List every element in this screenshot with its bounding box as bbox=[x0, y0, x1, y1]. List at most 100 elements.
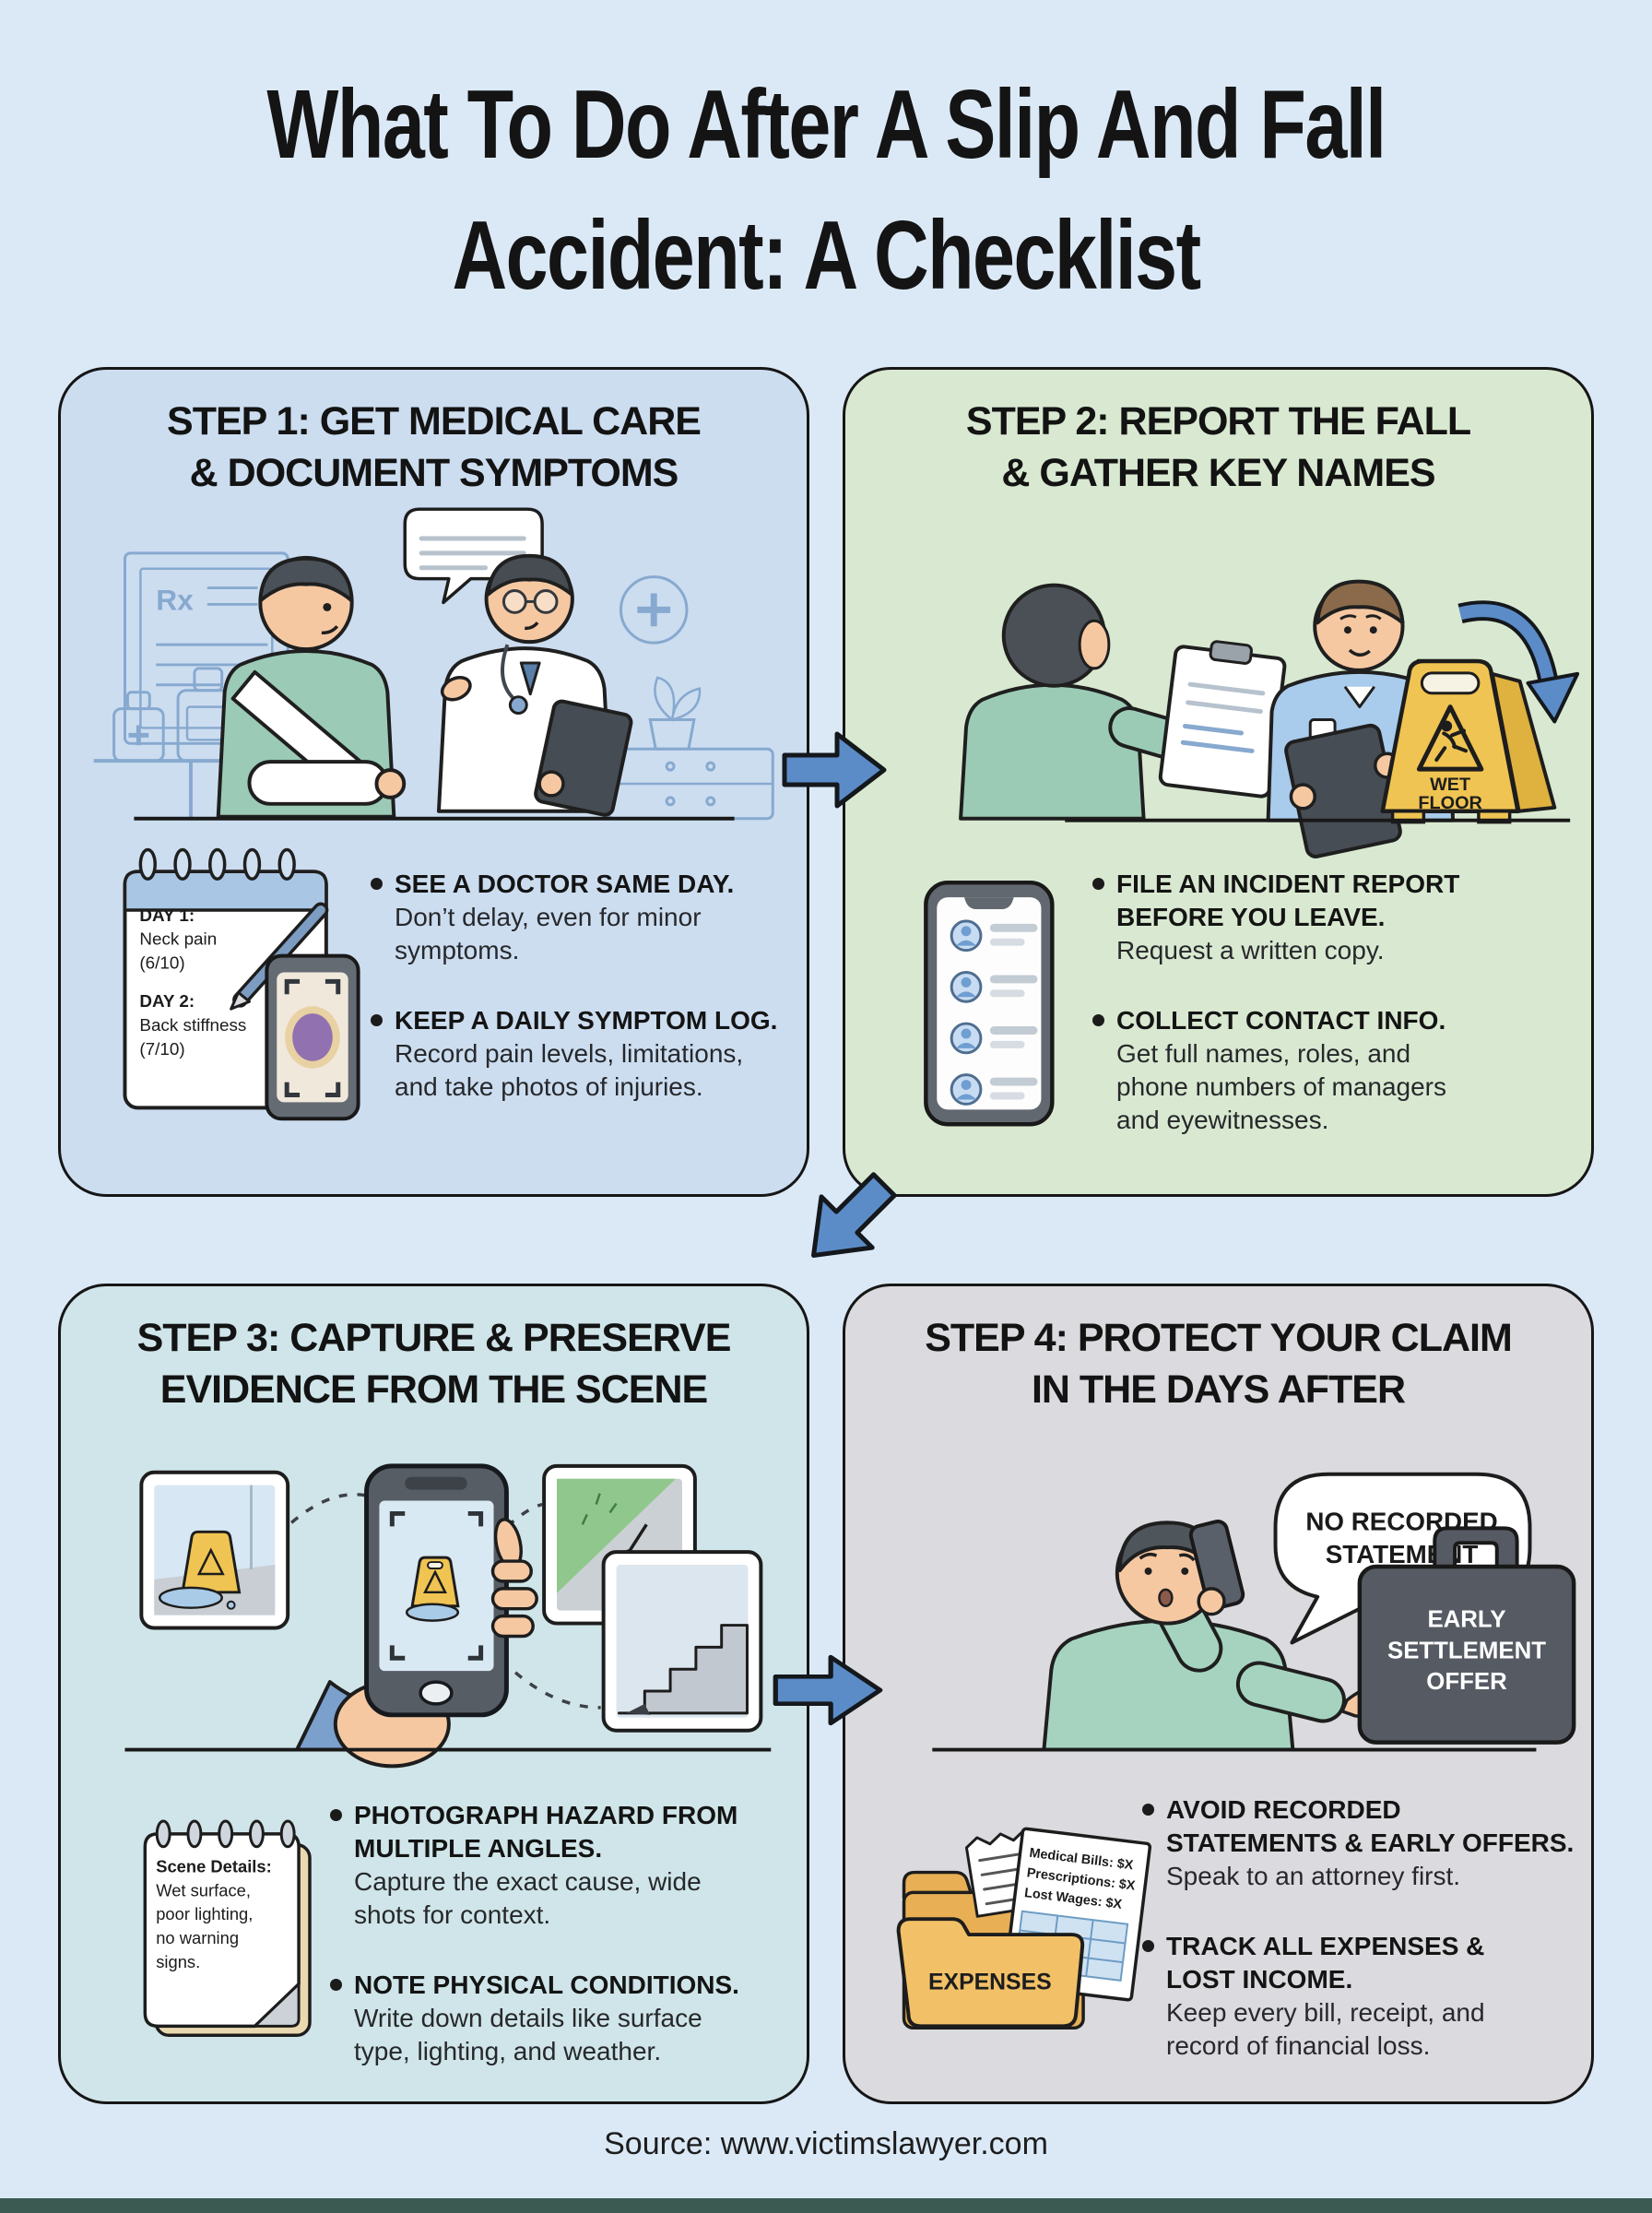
bullet-item: NOTE PHYSICAL CONDITIONS. Write down det… bbox=[330, 1969, 791, 2068]
bullet-headline: NOTE PHYSICAL CONDITIONS. bbox=[354, 1970, 739, 1999]
bullet-headline: FILE AN INCIDENT REPORT BEFORE YOU LEAVE… bbox=[1116, 870, 1460, 931]
step4-title-line1: STEP 4: PROTECT YOUR CLAIM bbox=[925, 1316, 1513, 1360]
contact-row bbox=[950, 919, 983, 1106]
evidence-photo-sign-icon bbox=[139, 1470, 290, 1630]
bullet-item: FILE AN INCIDENT REPORT BEFORE YOU LEAVE… bbox=[1092, 868, 1516, 967]
hand-fingers bbox=[490, 1518, 538, 1639]
step3-illustration: Scene Details: Wet surface, poor lightin… bbox=[124, 1463, 772, 2037]
bullet-headline: AVOID RECORDED STATEMENTS & EARLY OFFERS… bbox=[1166, 1795, 1575, 1857]
briefcase-line-1: EARLY bbox=[1427, 1607, 1505, 1633]
step4-bullet-list: AVOID RECORDED STATEMENTS & EARLY OFFERS… bbox=[1142, 1793, 1585, 2063]
notepad-line: Wet surface, bbox=[156, 1880, 251, 1899]
notepad-line: Scene Details: bbox=[156, 1857, 272, 1876]
bullet-dot bbox=[1092, 878, 1104, 890]
bullet-body: Write down details like surface type, li… bbox=[354, 2004, 702, 2065]
bullet-dot bbox=[371, 1014, 383, 1026]
scene-notepad-icon: Scene Details: Wet surface, poor lightin… bbox=[143, 1819, 312, 2037]
flow-arrow-right-1-icon bbox=[782, 731, 887, 809]
step1-title-line1: STEP 1: GET MEDICAL CARE bbox=[167, 399, 702, 444]
step2-illustration: WET FLOOR bbox=[924, 579, 1580, 1127]
step3-title: STEP 3: CAPTURE & PRESERVE EVIDENCE FROM… bbox=[61, 1312, 807, 1415]
bullet-dot bbox=[330, 1979, 342, 1991]
notepad-line: no warning bbox=[156, 1928, 239, 1947]
focus-brackets-icon bbox=[284, 978, 341, 1097]
patient-icon bbox=[216, 555, 407, 819]
wet-floor-sign-icon: WET FLOOR bbox=[1380, 658, 1557, 824]
early-settlement-briefcase-icon: EARLY SETTLEMENT OFFER bbox=[1357, 1526, 1576, 1745]
step1-illustration: DAY 1: Neck pain (6/10) DAY 2: Back stif… bbox=[93, 507, 774, 1121]
bullet-dot bbox=[1092, 1014, 1104, 1026]
clinic-background bbox=[93, 551, 774, 821]
focus-brackets-icon bbox=[389, 1510, 484, 1661]
caller-icon bbox=[1042, 1520, 1385, 1752]
contacts-phone-icon bbox=[924, 880, 1055, 1127]
bullet-item: KEEP A DAILY SYMPTOM LOG. Record pain le… bbox=[371, 1004, 804, 1104]
bullet-body: Keep every bill, receipt, and record of … bbox=[1166, 1998, 1485, 2060]
briefcase-line-3: OFFER bbox=[1426, 1669, 1507, 1695]
step-panel-2: STEP 2: REPORT THE FALL & GATHER KEY NAM… bbox=[843, 367, 1594, 1197]
medical-cross-icon bbox=[620, 575, 689, 645]
step3-title-line2: EVIDENCE FROM THE SCENE bbox=[159, 1367, 708, 1412]
bullet-body: Capture the exact cause, wide shots for … bbox=[354, 1867, 702, 1929]
notepad-line: signs. bbox=[156, 1952, 200, 1971]
step-panel-1: STEP 1: GET MEDICAL CARE & DOCUMENT SYMP… bbox=[58, 367, 809, 1197]
plant-icon bbox=[648, 676, 702, 751]
step-panel-3: STEP 3: CAPTURE & PRESERVE EVIDENCE FROM… bbox=[58, 1284, 809, 2104]
notepad-line: DAY 2: bbox=[139, 991, 195, 1011]
bullet-body: Record pain levels, limitations, and tak… bbox=[395, 1039, 744, 1101]
bullet-item: PHOTOGRAPH HAZARD FROM MULTIPLE ANGLES. … bbox=[330, 1799, 791, 1932]
curved-arrow-icon bbox=[1457, 600, 1580, 724]
folder-label: EXPENSES bbox=[928, 1970, 1052, 1995]
bullet-item: AVOID RECORDED STATEMENTS & EARLY OFFERS… bbox=[1142, 1793, 1585, 1893]
notepad-line: (6/10) bbox=[139, 953, 184, 972]
step2-bullet-list: FILE AN INCIDENT REPORT BEFORE YOU LEAVE… bbox=[1092, 868, 1516, 1137]
step2-title: STEP 2: REPORT THE FALL & GATHER KEY NAM… bbox=[845, 396, 1591, 499]
medicine-bottles-icon bbox=[112, 667, 241, 763]
notepad-line: Neck pain bbox=[139, 929, 217, 949]
step1-title-line2: & DOCUMENT SYMPTOMS bbox=[189, 451, 679, 495]
page-title-line2: Accident: A Checklist bbox=[452, 201, 1201, 310]
incident-report-clipboard-icon bbox=[1158, 640, 1287, 799]
page-title: What To Do After A Slip And Fall Acciden… bbox=[182, 59, 1470, 321]
bullet-dot bbox=[371, 878, 383, 890]
notepad-line: DAY 1: bbox=[139, 905, 195, 925]
flow-arrow-diagonal-icon bbox=[811, 1172, 897, 1258]
bullet-body: Speak to an attorney first. bbox=[1166, 1862, 1461, 1890]
bottom-bar bbox=[0, 2198, 1652, 2213]
doctor-icon bbox=[436, 553, 633, 817]
wet-floor-label-2: FLOOR bbox=[1418, 793, 1481, 813]
step1-title: STEP 1: GET MEDICAL CARE & DOCUMENT SYMP… bbox=[61, 396, 807, 499]
evidence-photo-stairs-icon bbox=[601, 1550, 763, 1733]
page-title-line1: What To Do After A Slip And Fall bbox=[266, 70, 1386, 179]
notepad-line: Back stiffness bbox=[139, 1015, 246, 1035]
step-panel-4: STEP 4: PROTECT YOUR CLAIM IN THE DAYS A… bbox=[843, 1284, 1594, 2104]
bullet-dot bbox=[330, 1809, 342, 1821]
bullet-headline: KEEP A DAILY SYMPTOM LOG. bbox=[395, 1006, 778, 1035]
cabinet-icon bbox=[607, 747, 774, 821]
bullet-item: TRACK ALL EXPENSES & LOST INCOME. Keep e… bbox=[1142, 1930, 1585, 2063]
briefcase-line-2: SETTLEMENT bbox=[1387, 1638, 1546, 1663]
bullet-dot bbox=[1142, 1804, 1154, 1816]
wet-floor-label-1: WET bbox=[1430, 775, 1470, 795]
bullet-headline: COLLECT CONTACT INFO. bbox=[1116, 1006, 1446, 1035]
bullet-item: SEE A DOCTOR SAME DAY. Don’t delay, even… bbox=[371, 868, 804, 967]
bullet-body: Get full names, roles, and phone numbers… bbox=[1116, 1039, 1446, 1134]
bullet-body: Request a written copy. bbox=[1116, 936, 1385, 964]
step1-bullet-list: SEE A DOCTOR SAME DAY. Don’t delay, even… bbox=[371, 868, 804, 1104]
bullet-body: Don’t delay, even for minor symptoms. bbox=[395, 903, 702, 964]
stethoscope-icon bbox=[501, 644, 516, 702]
slipping-person-glyph bbox=[1434, 728, 1468, 763]
glasses-icon bbox=[502, 589, 559, 614]
step2-title-line2: & GATHER KEY NAMES bbox=[1001, 451, 1435, 495]
notepad-line: poor lighting, bbox=[156, 1904, 253, 1923]
step3-title-line1: STEP 3: CAPTURE & PRESERVE bbox=[136, 1316, 732, 1360]
step4-title-line2: IN THE DAYS AFTER bbox=[1031, 1367, 1406, 1412]
bullet-dot bbox=[1142, 1940, 1154, 1952]
step2-title-line1: STEP 2: REPORT THE FALL bbox=[965, 399, 1471, 444]
injury-photo-phone-icon bbox=[265, 953, 360, 1121]
phone-icon bbox=[1188, 1520, 1245, 1611]
step4-illustration: NO RECORDED STATEMENT EARLY SETTLEMENT O… bbox=[896, 1472, 1576, 2030]
step4-title: STEP 4: PROTECT YOUR CLAIM IN THE DAYS A… bbox=[845, 1312, 1591, 1415]
source-line: Source: www.victimslawyer.com bbox=[604, 2126, 1048, 2161]
flow-arrow-right-2-icon bbox=[773, 1654, 883, 1726]
